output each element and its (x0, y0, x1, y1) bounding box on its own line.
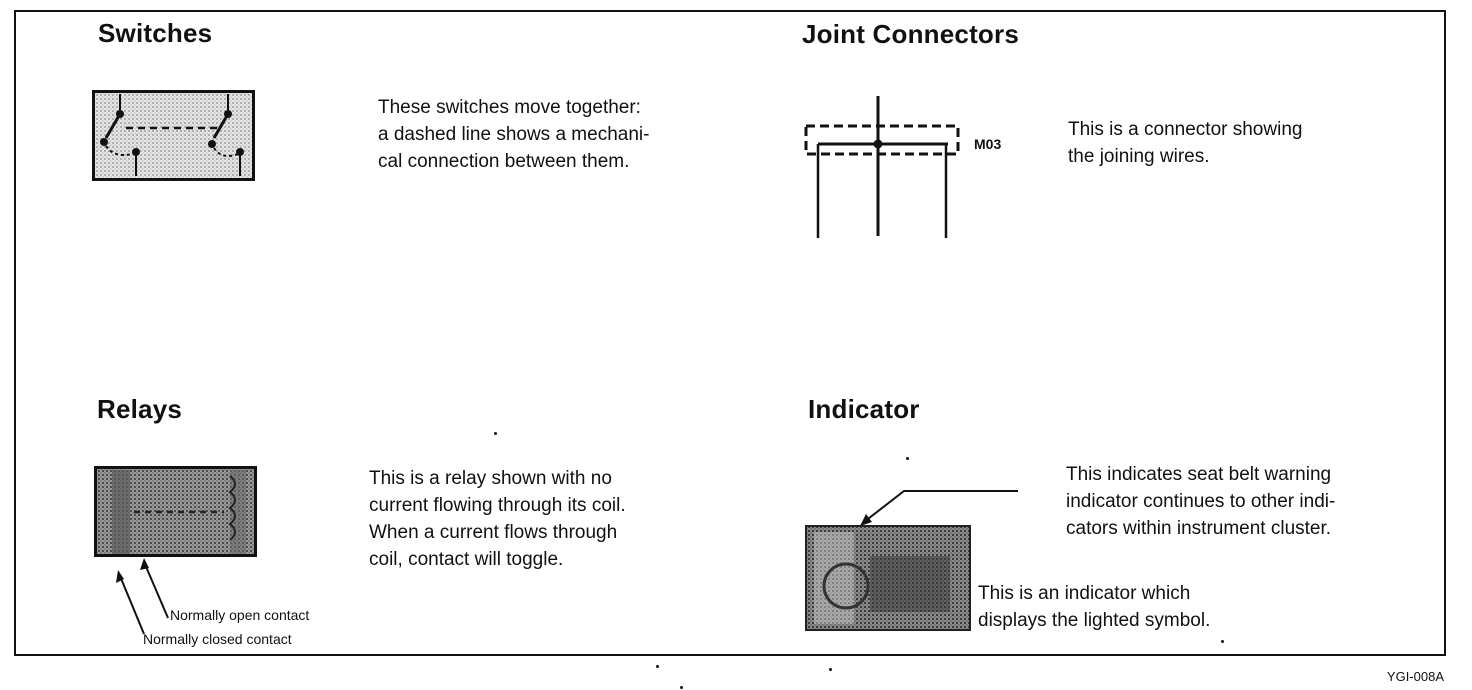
normally-open-label: Normally open contact (170, 607, 310, 623)
print-speck (1221, 640, 1224, 643)
diagram-frame (14, 10, 1446, 656)
print-speck (906, 457, 909, 460)
print-speck (656, 665, 659, 668)
connector-label: M03 (974, 136, 1002, 152)
print-speck (680, 686, 683, 689)
figure-code: YGI-008A (1386, 669, 1444, 684)
switches-description: These switches move together: a dashed l… (378, 97, 650, 172)
relay-figure (94, 466, 257, 557)
joint-connector-figure (804, 96, 960, 238)
switches-title: Switches (98, 18, 213, 48)
switches-figure (92, 90, 255, 181)
joint-connectors-description: This is a connector showing the joining … (1068, 119, 1303, 167)
relays-description: This is a relay shown with no current fl… (369, 468, 626, 570)
relays-title: Relays (97, 394, 183, 424)
indicator-title: Indicator (808, 394, 920, 424)
normally-closed-label: Normally closed contact (143, 631, 292, 647)
print-speck (494, 432, 497, 435)
indicator-figure (805, 490, 1018, 631)
joint-connectors-title: Joint Connectors (802, 19, 1019, 49)
relay-contact-arrows (116, 558, 169, 635)
indicator-description-top: This indicates seat belt warning indicat… (1066, 464, 1336, 539)
indicator-description-bottom: This is an indicator which displays the … (978, 583, 1211, 631)
print-speck (829, 668, 832, 671)
